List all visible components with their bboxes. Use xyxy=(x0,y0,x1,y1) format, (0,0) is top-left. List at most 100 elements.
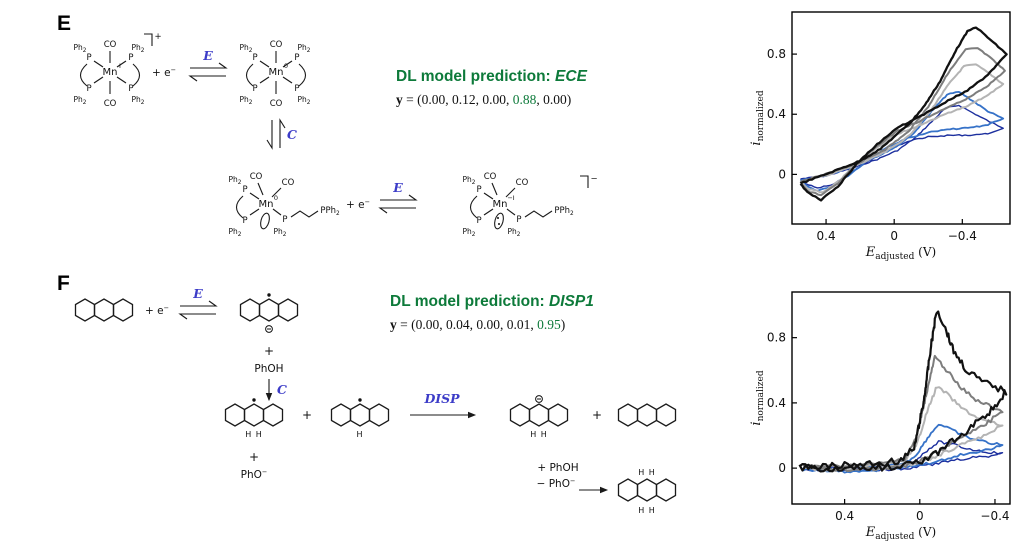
prediction-f: DL model prediction: DISP1 xyxy=(390,293,594,310)
equilibrium-arrows-c: C xyxy=(266,118,297,150)
scheme-e: CO CO P P P P Ph2 Ph2 Ph2 Ph2 Mn I + + e… xyxy=(74,32,598,238)
svg-text:I: I xyxy=(119,62,121,70)
y-tick-label: 0.8 xyxy=(767,331,786,345)
radical-icon xyxy=(267,293,271,297)
anion-charge-icon xyxy=(535,395,543,403)
panel-f-label: F xyxy=(57,272,70,295)
y-tick-label: 0 xyxy=(778,167,786,181)
plus-sign: + xyxy=(592,408,602,422)
svg-text:+ e−: + e− xyxy=(346,198,370,211)
y-tick-label: 0.4 xyxy=(767,396,786,410)
y-tick-label: 0.8 xyxy=(767,47,786,61)
electron-addition: + e− xyxy=(145,304,169,317)
svg-text:Ph2: Ph2 xyxy=(240,95,253,106)
cv-curve-cv-5-black xyxy=(798,310,1008,473)
x-axis-label: Eadjusted (V) xyxy=(865,525,936,542)
svg-text:P: P xyxy=(128,53,133,63)
x-axis-label: Eadjusted (V) xyxy=(865,245,936,262)
anthracene-start xyxy=(74,298,134,322)
svg-text:CO: CO xyxy=(484,172,497,182)
dihydroanthracene-product: H H H H xyxy=(617,468,677,515)
x-tick-label: −0.4 xyxy=(980,509,1009,523)
prediction-f-class: DISP1 xyxy=(549,293,594,310)
step-label-C: C xyxy=(277,382,287,397)
svg-text:Ph2: Ph2 xyxy=(463,175,476,186)
anthracenyl-anion: H H xyxy=(509,395,569,439)
svg-text:Ph2: Ph2 xyxy=(298,95,311,106)
anthracenyl-radical-a: H H xyxy=(224,398,284,439)
anthracene-radical-anion xyxy=(239,293,299,333)
y-vector-e: y = (0.00, 0.12, 0.00, 0.88, 0.00) xyxy=(396,92,572,107)
svg-text:P: P xyxy=(516,215,521,225)
radical-icon xyxy=(252,398,256,402)
svg-text:Ph2: Ph2 xyxy=(240,43,253,54)
x-tick-label: 0.4 xyxy=(835,509,854,523)
y-vector-f-highlight: 0.95 xyxy=(537,317,561,332)
svg-text:Mn: Mn xyxy=(259,199,274,210)
phoh-addition: + PhOH C xyxy=(254,344,287,402)
svg-text:0: 0 xyxy=(284,62,288,70)
svg-text:Ph2: Ph2 xyxy=(132,43,145,54)
y-axis-label: inormalized xyxy=(749,370,766,425)
lone-pair-lobe xyxy=(494,212,504,230)
svg-text:Mn: Mn xyxy=(493,199,508,210)
x-tick-label: 0 xyxy=(890,229,898,243)
svg-text:P: P xyxy=(476,185,481,195)
svg-text:PPh2: PPh2 xyxy=(554,206,574,217)
svg-text:Ph2: Ph2 xyxy=(74,95,87,106)
svg-text:CO: CO xyxy=(282,178,295,188)
svg-text:Ph2: Ph2 xyxy=(298,43,311,54)
svg-text:P: P xyxy=(86,84,91,94)
svg-text:PPh2: PPh2 xyxy=(320,206,340,217)
svg-text:CO: CO xyxy=(104,99,117,109)
svg-text:P: P xyxy=(282,215,287,225)
svg-text:CO: CO xyxy=(516,178,529,188)
disp-arrow: DISP xyxy=(410,391,477,419)
svg-text:P: P xyxy=(252,84,257,94)
svg-text:CO: CO xyxy=(270,40,283,50)
y-tick-label: 0 xyxy=(778,461,786,475)
y-axis-label: inormalized xyxy=(749,90,766,145)
equilibrium-arrows-e1: E xyxy=(188,48,228,82)
radical-icon xyxy=(358,398,362,402)
svg-text:PhO−: PhO− xyxy=(241,468,268,481)
mn-complex-ring-opened: CO CO P P Ph2 Ph2 P Ph2 PPh2 Mn 0 xyxy=(229,172,340,238)
svg-text:P: P xyxy=(476,216,481,226)
electron-addition-2: + e− xyxy=(346,198,370,211)
svg-text:Ph2: Ph2 xyxy=(229,175,242,186)
plot-series xyxy=(798,310,1008,474)
scheme-f: + e− E + PhOH C H H + H xyxy=(74,286,677,515)
step-label-E: E xyxy=(202,48,213,63)
svg-text:0: 0 xyxy=(274,194,278,202)
protonation-step: + PhOH − PhO− xyxy=(537,462,609,494)
equilibrium-arrows-e2: E xyxy=(378,180,418,214)
svg-text:CO: CO xyxy=(104,40,117,50)
equilibrium-arrows-e: E xyxy=(178,286,218,320)
svg-text:Ph2: Ph2 xyxy=(74,43,87,54)
svg-text:P: P xyxy=(242,185,247,195)
panel-e-label: E xyxy=(57,12,72,35)
svg-text:H H: H H xyxy=(638,468,656,477)
svg-text:H H: H H xyxy=(638,506,656,515)
prediction-e-class: ECE xyxy=(555,68,587,85)
svg-text:Ph2: Ph2 xyxy=(229,227,242,238)
y-vector-e-highlight: 0.88 xyxy=(512,92,537,107)
anion-charge-icon xyxy=(265,325,273,333)
vacant-site-lobe xyxy=(260,212,270,230)
svg-text:−I: −I xyxy=(507,194,514,202)
step-label-C: C xyxy=(287,127,297,142)
svg-text:PhOH: PhOH xyxy=(254,363,283,375)
svg-text:P: P xyxy=(128,84,133,94)
mn-complex-anion: CO CO P P Ph2 Ph2 P Ph2 PPh2 Mn −I − xyxy=(463,172,598,238)
svg-text:H: H xyxy=(356,430,363,439)
electron-addition-1: + e− xyxy=(152,66,176,79)
svg-text:−: − xyxy=(590,174,597,184)
step-label-DISP: DISP xyxy=(423,391,460,406)
plot-frame xyxy=(791,291,1011,505)
svg-text:P: P xyxy=(294,53,299,63)
x-tick-label: 0.4 xyxy=(817,229,836,243)
mn-complex-cation: CO CO P P P P Ph2 Ph2 Ph2 Ph2 Mn I + xyxy=(74,32,162,109)
svg-text:Ph2: Ph2 xyxy=(463,227,476,238)
svg-text:+: + xyxy=(154,32,161,42)
